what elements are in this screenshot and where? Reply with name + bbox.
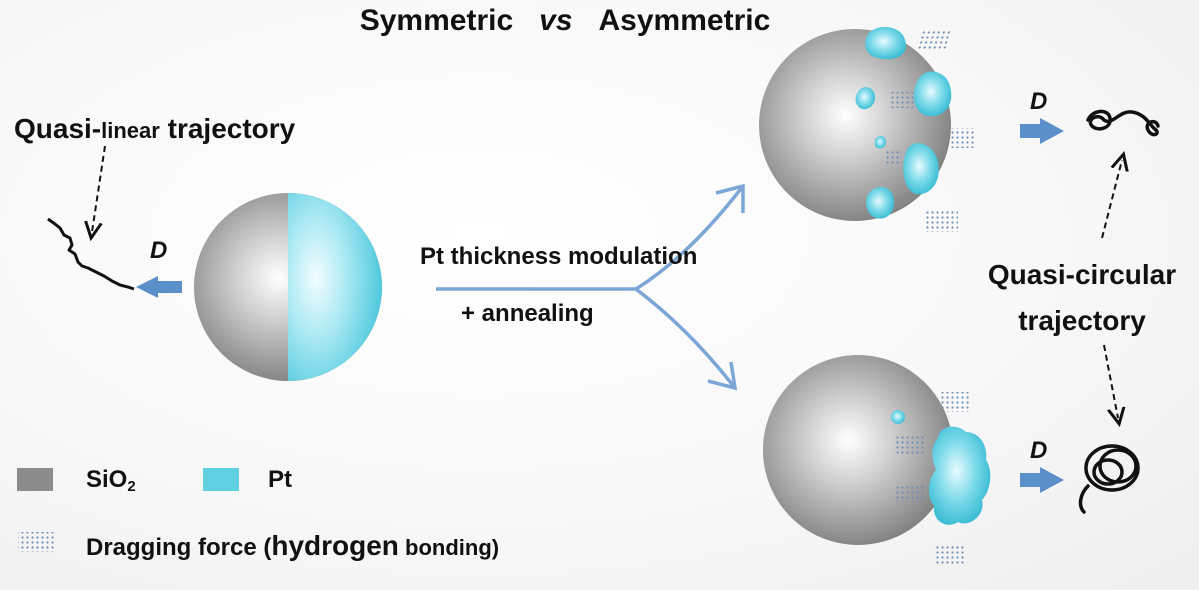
direction-arrow-bottom-right [1020,467,1064,493]
title-asymmetric: Asymmetric [598,4,771,37]
legend-drag-text3: bonding) [398,535,500,560]
quasi-circular-trajectory-top [1086,109,1160,137]
title-vs: vs [539,4,573,37]
quasi-linear-pointer [92,145,106,232]
diagram-title: Symmetric vs Asymmetric [0,4,1130,38]
legend-sio2-label: SiO2 [86,466,136,495]
legend-drag-text2: hydrogen [271,530,399,561]
quasi-linear-label-part3: trajectory [159,113,296,144]
direction-arrow-left [136,276,182,298]
direction-label-bottom-right: D [1030,437,1048,464]
quasi-linear-label-part1: Quasi- [14,113,102,144]
process-label-line1: Pt thickness modulation [420,243,698,270]
quasi-circular-trajectory-bottom [1078,444,1140,514]
process-label-line2: + annealing [461,300,594,327]
process-arrow [436,183,745,391]
quasi-circular-pointer-down [1103,344,1118,418]
legend-pt-swatch [203,468,239,491]
direction-label-top-right: D [1030,88,1048,115]
quasi-linear-trajectory [47,217,135,291]
quasi-circular-label: Quasi-circular trajectory [962,252,1199,344]
legend-drag-label: Dragging force (hydrogen bonding) [86,530,499,562]
quasi-circular-pointer-up [1101,160,1122,239]
legend-sio2-subscript: 2 [127,478,136,495]
symmetric-janus-particle [194,193,382,381]
legend-pt-label: Pt [268,466,292,493]
asymmetric-particle-top [759,26,974,232]
legend-sio2-swatch [17,468,53,491]
quasi-linear-label-part2: linear [101,118,160,143]
asymmetric-particle-bottom [763,355,991,566]
quasi-linear-label: Quasi-linear trajectory [14,113,295,145]
legend-drag-text1: Dragging force ( [86,534,272,561]
legend-sio2-text: SiO [86,466,128,493]
quasi-circular-label-line2: trajectory [1018,305,1146,336]
legend-drag-swatch [18,532,54,552]
title-symmetric: Symmetric [359,4,514,37]
quasi-circular-label-line1: Quasi-circular [987,259,1177,290]
direction-label-left: D [150,237,168,264]
direction-arrow-top-right [1020,118,1064,144]
